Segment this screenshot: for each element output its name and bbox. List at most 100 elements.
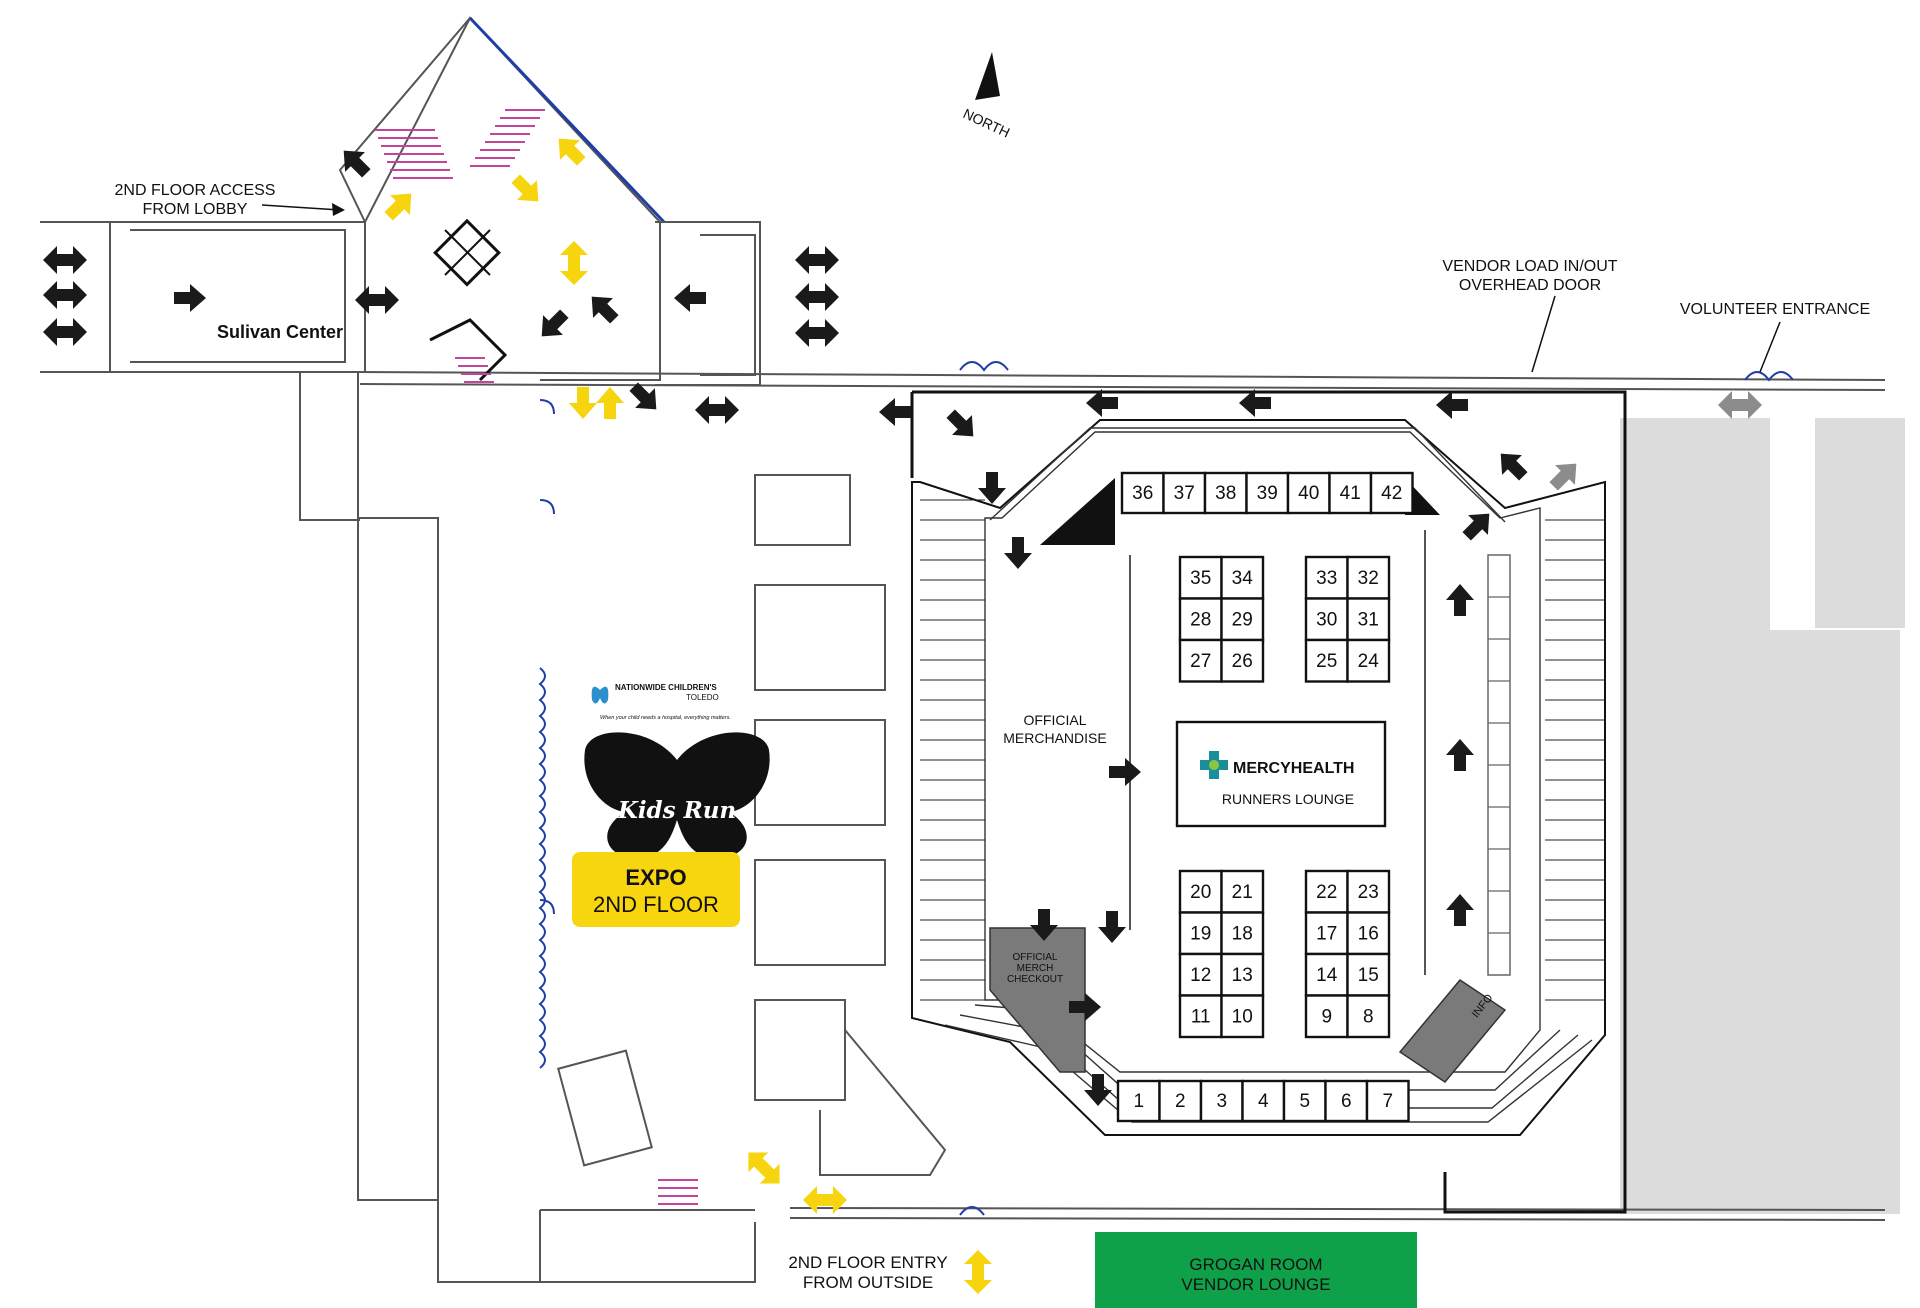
butterfly-small-icon xyxy=(591,686,609,704)
booth-32: 32 xyxy=(1346,555,1391,600)
booth-number: 30 xyxy=(1316,609,1337,630)
booth-number: 10 xyxy=(1232,1006,1253,1027)
booth-number: 37 xyxy=(1174,483,1195,504)
booth-41: 41 xyxy=(1328,471,1373,515)
grogan-room-line-1: GROGAN ROOM xyxy=(1189,1255,1322,1274)
booth-number: 22 xyxy=(1316,882,1337,903)
booth-12: 12 xyxy=(1178,952,1223,997)
booth-18: 18 xyxy=(1220,911,1265,956)
booth-26: 26 xyxy=(1220,638,1265,683)
booth-7: 7 xyxy=(1365,1079,1410,1123)
nationwide-city: TOLEDO xyxy=(686,693,719,702)
booth-number: 11 xyxy=(1191,1006,1211,1027)
booth-number: 8 xyxy=(1363,1006,1374,1027)
nationwide-sponsor: NATIONWIDE CHILDREN'S xyxy=(615,683,717,692)
expo-floor-label: 2ND FLOOR xyxy=(593,892,719,917)
booth-20: 20 xyxy=(1178,869,1223,914)
booth-21: 21 xyxy=(1220,869,1265,914)
second-floor-access-line-1: 2ND FLOOR ACCESS xyxy=(115,182,276,199)
booth-number: 15 xyxy=(1358,965,1379,986)
grogan-room-line-2: VENDOR LOUNGE xyxy=(1181,1275,1330,1294)
booth-number: 41 xyxy=(1340,483,1361,504)
nationwide-tagline: When your child needs a hospital, everyt… xyxy=(600,715,731,721)
grogan-room: GROGAN ROOM VENDOR LOUNGE xyxy=(1095,1232,1417,1308)
booth-5: 5 xyxy=(1282,1079,1327,1123)
booth-2: 2 xyxy=(1158,1079,1203,1123)
merch-checkout-line-3: CHECKOUT xyxy=(1007,974,1063,985)
booth-number: 33 xyxy=(1316,568,1337,589)
booth-38: 38 xyxy=(1203,471,1248,515)
booth-number: 19 xyxy=(1190,923,1211,944)
booth-1: 1 xyxy=(1116,1079,1161,1123)
booth-34: 34 xyxy=(1220,555,1265,600)
kids-run-title: Kids Run xyxy=(617,797,736,824)
booth-number: 38 xyxy=(1215,483,1236,504)
volunteer-entrance-label: VOLUNTEER ENTRANCE xyxy=(1680,301,1870,318)
north-compass: NORTH xyxy=(961,52,1013,141)
booth-number: 18 xyxy=(1232,923,1253,944)
info-desk: INFO xyxy=(1398,979,1507,1083)
east-building-shade xyxy=(1620,418,1905,1214)
corridor-doors xyxy=(538,361,1794,1216)
booth-36: 36 xyxy=(1120,471,1165,515)
expo-badge xyxy=(572,852,740,927)
booth-11: 11 xyxy=(1178,994,1223,1039)
booth-number: 12 xyxy=(1190,965,1211,986)
booth-17: 17 xyxy=(1304,911,1349,956)
booth-number: 17 xyxy=(1316,923,1337,944)
booth-37: 37 xyxy=(1162,471,1207,515)
expo-label: EXPO xyxy=(625,865,686,890)
booth-number: 9 xyxy=(1321,1006,1332,1027)
merch-checkout-line-1: OFFICIAL xyxy=(1012,952,1057,963)
booth-number: 1 xyxy=(1133,1091,1144,1112)
booth-10: 10 xyxy=(1220,994,1265,1039)
kids-run-expo-logo: NATIONWIDE CHILDREN'S TOLEDO When your c… xyxy=(572,683,770,927)
booth-19: 19 xyxy=(1178,911,1223,956)
booth-number: 29 xyxy=(1232,609,1253,630)
official-merchandise-line-2: MERCHANDISE xyxy=(1003,730,1106,746)
booth-number: 32 xyxy=(1358,568,1379,589)
booth-29: 29 xyxy=(1220,597,1265,642)
booth-27: 27 xyxy=(1178,638,1223,683)
official-merch-checkout-area: OFFICIAL MERCH CHECKOUT xyxy=(989,927,1086,1073)
stairs xyxy=(375,109,698,1205)
booth-number: 4 xyxy=(1258,1091,1269,1112)
booth-number: 5 xyxy=(1299,1091,1310,1112)
booth-number: 23 xyxy=(1358,882,1379,903)
booth-number: 6 xyxy=(1341,1091,1352,1112)
booth-number: 31 xyxy=(1358,609,1379,630)
booth-number: 16 xyxy=(1358,923,1379,944)
runners-lounge: MERCYHEALTH RUNNERS LOUNGE xyxy=(1175,720,1387,828)
booth-30: 30 xyxy=(1304,597,1349,642)
booth-number: 28 xyxy=(1190,609,1211,630)
booth-3: 3 xyxy=(1199,1079,1244,1123)
booth-9: 9 xyxy=(1304,994,1349,1039)
vendor-load-line-2: OVERHEAD DOOR xyxy=(1459,277,1601,294)
booth-number: 36 xyxy=(1132,483,1153,504)
booth-13: 13 xyxy=(1220,952,1265,997)
booth-28: 28 xyxy=(1178,597,1223,642)
north-label: NORTH xyxy=(961,105,1013,140)
booth-number: 3 xyxy=(1216,1091,1227,1112)
sulivan-center-label: Sulivan Center xyxy=(217,322,343,342)
kids-run-small-title: NATIONWIDE CHILDREN'S · TOLEDO xyxy=(633,788,721,794)
booth-number: 25 xyxy=(1316,651,1337,672)
booth-14: 14 xyxy=(1304,952,1349,997)
booth-39: 39 xyxy=(1245,471,1290,515)
booth-35: 35 xyxy=(1178,555,1223,600)
booth-number: 26 xyxy=(1232,651,1253,672)
runners-lounge-label: RUNNERS LOUNGE xyxy=(1222,791,1354,807)
booth-25: 25 xyxy=(1304,638,1349,683)
booth-number: 40 xyxy=(1298,483,1319,504)
booth-number: 27 xyxy=(1190,651,1211,672)
booth-number: 20 xyxy=(1190,882,1211,903)
booth-number: 14 xyxy=(1316,965,1338,986)
booth-42: 42 xyxy=(1369,471,1414,515)
vendor-load-line-1: VENDOR LOAD IN/OUT xyxy=(1442,258,1617,275)
sulivan-center-building xyxy=(40,16,761,386)
booth-8: 8 xyxy=(1346,994,1391,1039)
booth-22: 22 xyxy=(1304,869,1349,914)
booth-40: 40 xyxy=(1286,471,1331,515)
booth-31: 31 xyxy=(1346,597,1391,642)
